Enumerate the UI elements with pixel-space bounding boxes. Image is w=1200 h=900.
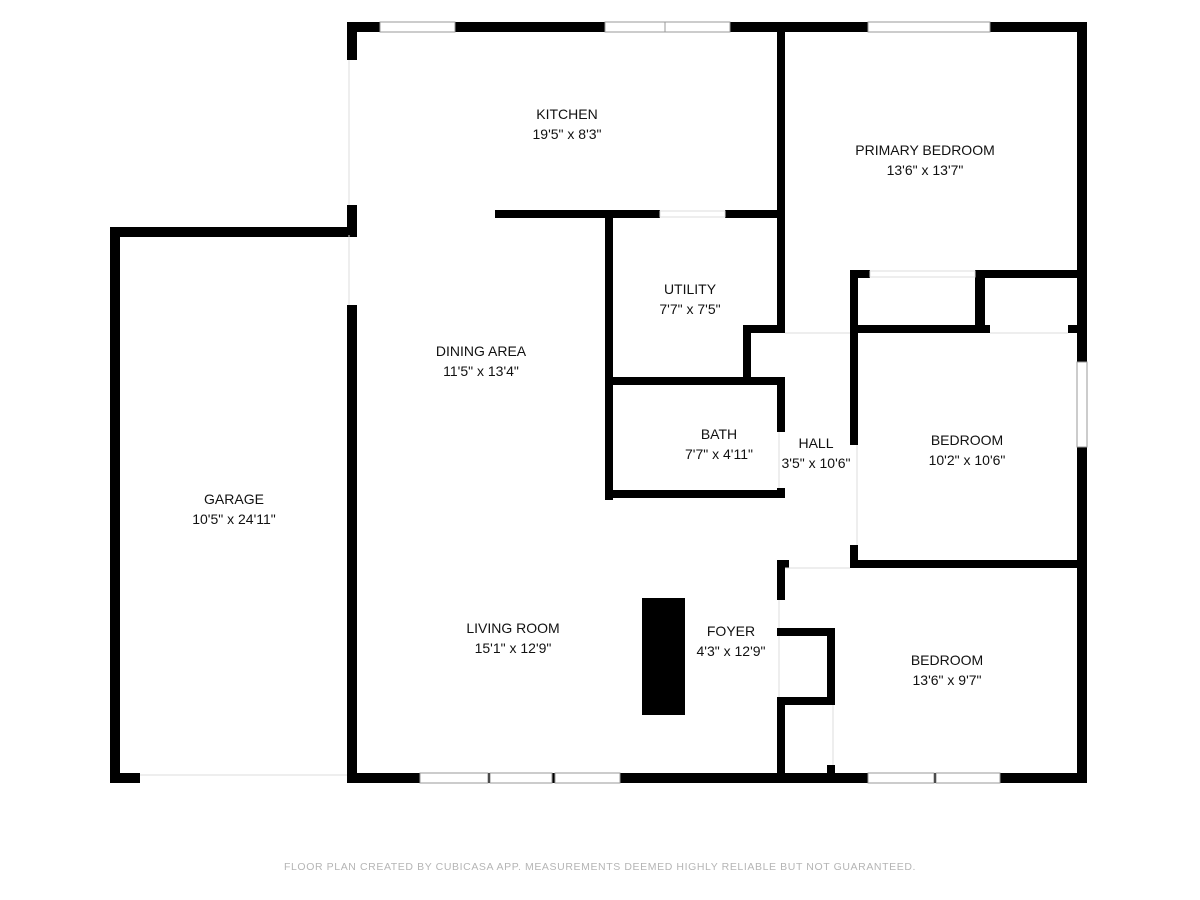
- room-living-room: LIVING ROOM 15'1" x 12'9": [466, 618, 559, 658]
- room-name: BEDROOM: [910, 652, 984, 668]
- room-name: KITCHEN: [536, 106, 598, 122]
- room-dimensions: 4'3" x 12'9": [696, 643, 766, 659]
- room-name: UTILITY: [663, 281, 717, 297]
- room-name: BEDROOM: [930, 432, 1004, 448]
- room-dimensions: 10'2" x 10'6": [928, 452, 1006, 468]
- room-bath: BATH 7'7" x 4'11": [685, 424, 753, 464]
- disclaimer-footer: FLOOR PLAN CREATED BY CUBICASA APP. MEAS…: [283, 861, 917, 873]
- room-name: PRIMARY BEDROOM: [855, 142, 995, 158]
- room-name: GARAGE: [204, 491, 264, 507]
- room-dimensions: 7'7" x 7'5": [659, 301, 721, 317]
- windows: [379, 21, 1088, 784]
- room-name: BATH: [700, 426, 738, 442]
- room-dimensions: 3'5" x 10'6": [781, 455, 851, 471]
- room-kitchen: KITCHEN 19'5" x 8'3": [533, 104, 602, 144]
- room-primary-bedroom: PRIMARY BEDROOM 13'6" x 13'7": [855, 140, 995, 180]
- fireplace-block: [642, 598, 685, 715]
- room-bedroom-2: BEDROOM 10'2" x 10'6": [929, 430, 1006, 470]
- openings: [140, 60, 1068, 776]
- room-dimensions: 11'5" x 13'4": [443, 363, 519, 379]
- room-dimensions: 13'6" x 9'7": [912, 672, 982, 688]
- room-garage: GARAGE 10'5" x 24'11": [192, 489, 276, 529]
- room-dimensions: 15'1" x 12'9": [474, 640, 552, 656]
- walls: [110, 22, 1087, 783]
- room-name: DINING AREA: [435, 343, 527, 359]
- room-utility: UTILITY 7'7" x 7'5": [659, 279, 720, 319]
- room-name: LIVING ROOM: [466, 620, 560, 636]
- room-bedroom-3: BEDROOM 13'6" x 9'7": [911, 650, 983, 690]
- room-dimensions: 19'5" x 8'3": [532, 126, 602, 142]
- room-dimensions: 10'5" x 24'11": [192, 511, 276, 527]
- room-foyer: FOYER 4'3" x 12'9": [697, 621, 766, 661]
- room-name: HALL: [798, 435, 834, 451]
- room-hall: HALL 3'5" x 10'6": [782, 433, 851, 473]
- room-dimensions: 7'7" x 4'11": [685, 446, 753, 462]
- room-name: FOYER: [706, 623, 756, 639]
- room-dining-area: DINING AREA 11'5" x 13'4": [436, 341, 526, 381]
- room-dimensions: 13'6" x 13'7": [886, 162, 964, 178]
